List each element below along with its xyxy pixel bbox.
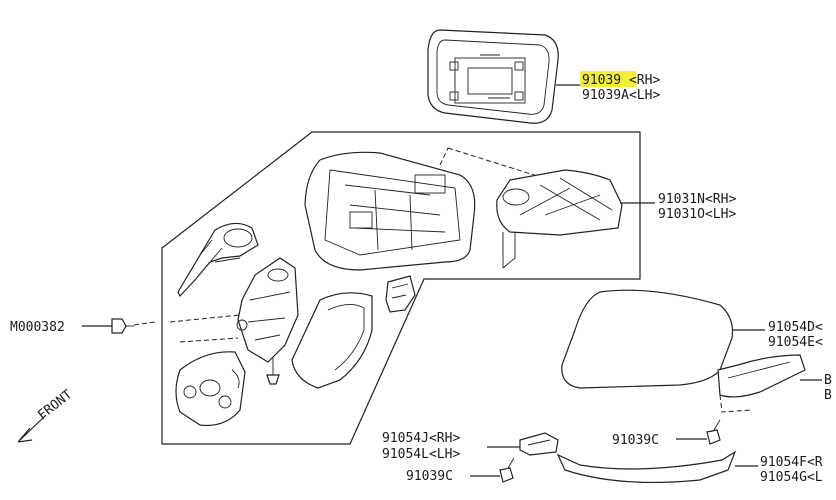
assembly-frame — [161, 131, 641, 445]
label-trim-a: B — [824, 373, 832, 388]
front-label: FRONT — [35, 387, 75, 423]
label-body-rh: 91031N<RH> — [658, 192, 736, 207]
label-glass-lh: 91039A<LH> — [582, 88, 660, 103]
base-gasket — [177, 222, 259, 298]
front-arrow-icon — [17, 414, 47, 443]
side-trim — [717, 354, 806, 398]
label-clip-rh: 91054J<RH> — [382, 431, 460, 446]
mirror-body — [304, 151, 476, 271]
label-screw-left: M000382 — [10, 320, 65, 335]
mounting-bracket — [236, 257, 299, 363]
screw-left-icon — [111, 318, 134, 334]
lower-trim — [556, 450, 737, 484]
mirror-actuator — [496, 169, 623, 269]
mirror-glass — [427, 29, 559, 124]
label-cover-rh: 91054D< — [768, 320, 823, 335]
label-cover-lh: 91054E< — [768, 335, 823, 350]
part-highlight — [580, 71, 636, 87]
dashed-guide-top — [439, 147, 551, 181]
bracket-screw-icon — [266, 358, 280, 385]
label-body-lh: 91031O<LH> — [658, 207, 736, 222]
label-trim-b: B — [824, 388, 832, 403]
dashed-guide-trim — [719, 394, 753, 413]
label-lower-rh: 91054F<R — [760, 455, 823, 470]
skull-cap — [291, 292, 373, 389]
label-screw-right: 91039C — [612, 433, 659, 448]
label-lower-lh: 91054G<L — [760, 470, 823, 485]
label-screw-bottom: 91039C — [406, 469, 453, 484]
label-glass-rh: 91039 <RH> — [582, 73, 660, 88]
label-clip-lh: 91054L<LH> — [382, 447, 460, 462]
dashed-guide-left — [169, 314, 241, 343]
dashed-guide-screw — [133, 321, 156, 326]
outer-cover — [561, 289, 734, 389]
screw-bottom-icon — [499, 457, 515, 483]
retaining-clip — [519, 432, 559, 456]
base-cover — [175, 351, 246, 427]
screw-right-icon — [706, 419, 721, 445]
small-clip — [385, 275, 416, 313]
